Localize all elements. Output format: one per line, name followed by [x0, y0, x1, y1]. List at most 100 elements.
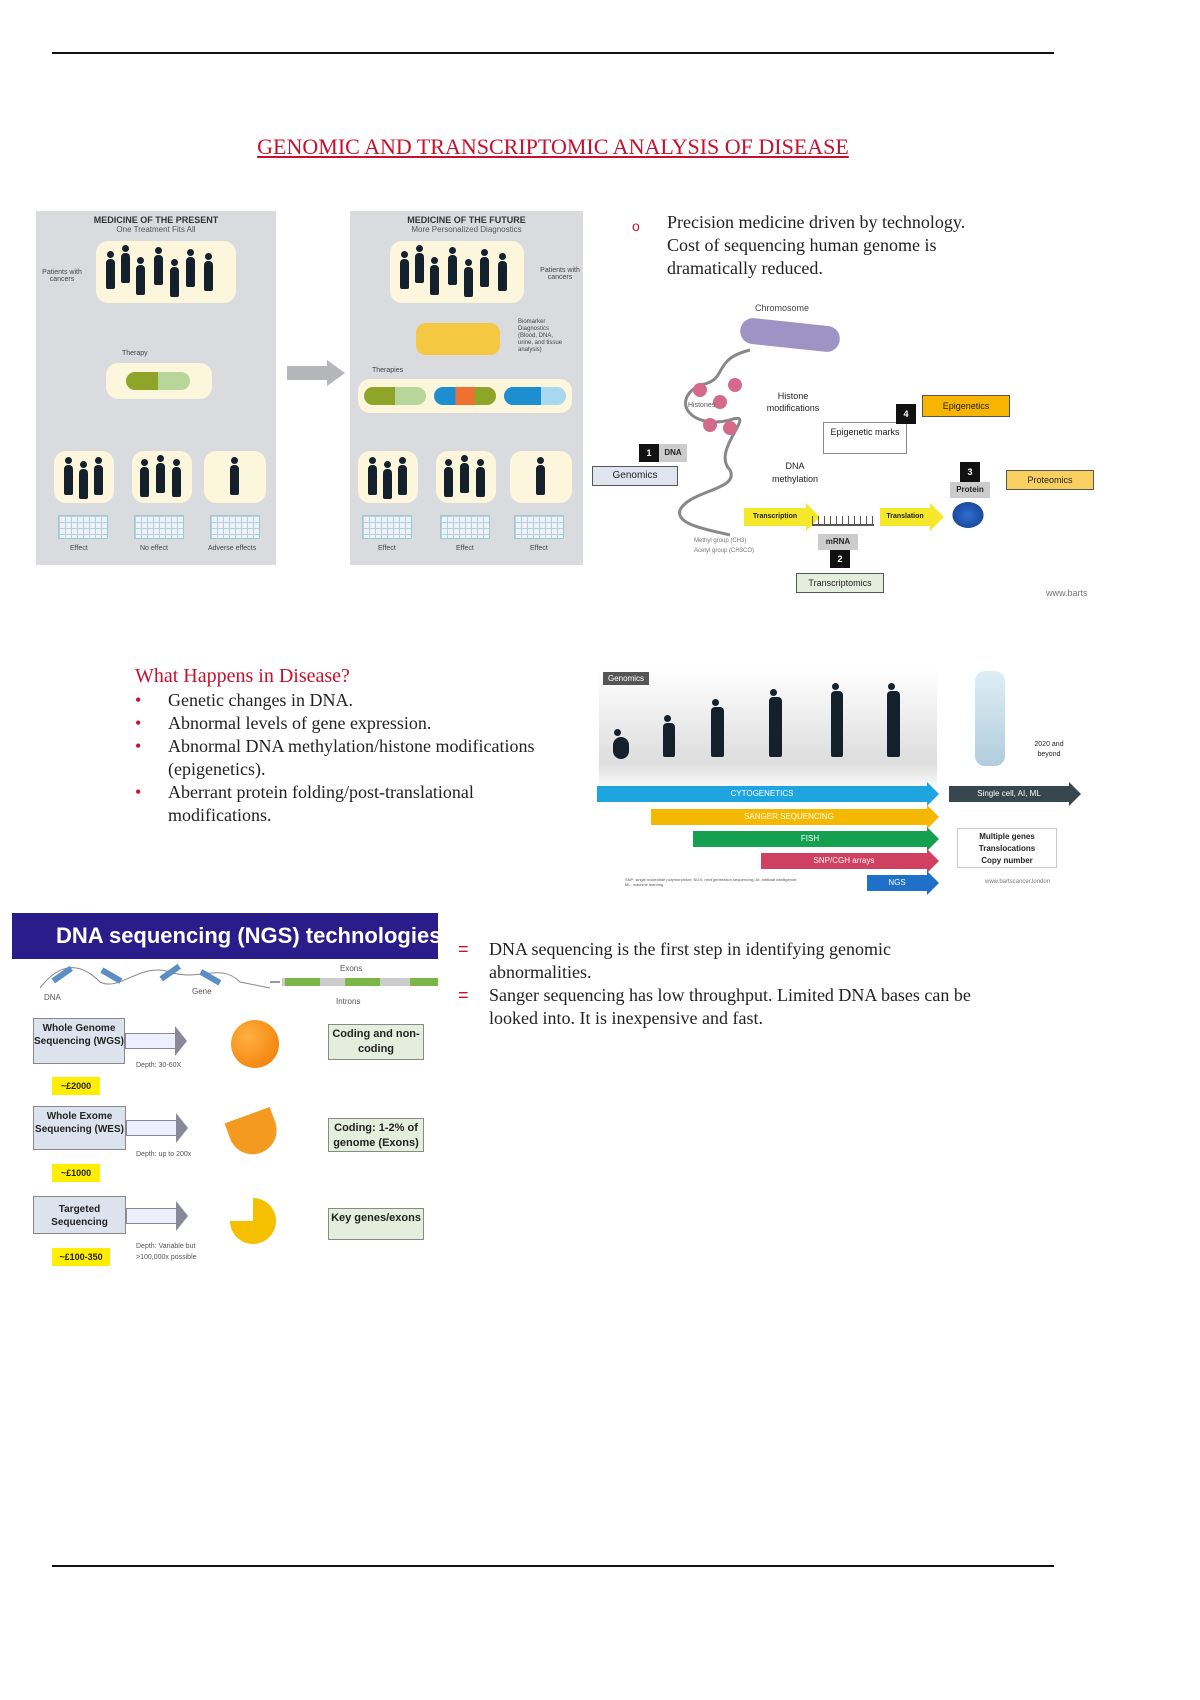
credit-text: www.bartscancer.london [985, 879, 1051, 885]
outcome-label: No effect [140, 545, 168, 552]
translation-arrow: Translation [880, 508, 930, 526]
wgs-box: Whole Genome Sequencing (WGS) [33, 1018, 125, 1064]
intro-text: Precision medicine driven by technology.… [667, 212, 966, 278]
list-item: Abnormal DNA methylation/histone modific… [168, 736, 535, 779]
list-item: Genetic changes in DNA. [168, 690, 353, 710]
therapies-label: Therapies [372, 367, 404, 374]
scope-box: Key genes/exons [328, 1208, 424, 1240]
disease-list: •Genetic changes in DNA. •Abnormal level… [135, 690, 535, 825]
future-item: Copy number [981, 856, 1033, 865]
outcome-label: Effect [456, 545, 474, 552]
number-badge: 2 [830, 550, 850, 568]
price-badge: ~£100-350 [52, 1248, 110, 1266]
genomics-box: Genomics [592, 466, 678, 486]
depth-label: Depth: up to 200x [136, 1151, 192, 1158]
disease-heading: What Happens in Disease? [135, 665, 350, 687]
timeline-bar: CYTOGENETICS [597, 782, 939, 806]
histones-label: Histones [688, 402, 716, 409]
orange-slice-icon [224, 1106, 284, 1162]
therapy-pill [106, 363, 212, 399]
exons-label: Exons [340, 964, 363, 973]
footnote: SNP: single nucleotide polymorphism; NGS… [625, 877, 798, 887]
whole-orange-icon [231, 1020, 279, 1068]
gene-structure-icon [40, 963, 438, 989]
dna-strand-icon [678, 348, 751, 537]
genomics-tag: Genomics [603, 672, 650, 685]
ngs-banner: DNA sequencing (NGS) technologies [12, 913, 438, 959]
outcome-label: Effect [70, 545, 88, 552]
medicine-present-panel: MEDICINE OF THE PRESENT One Treatment Fi… [36, 211, 276, 565]
epigenetic-marks-box: Epigenetic marks [823, 422, 907, 454]
omics-diagram: Chromosome Histones Histone modification… [590, 300, 1106, 605]
diagnostics-icon [416, 323, 500, 355]
timeline-bar: NGS [867, 871, 939, 895]
notes-list: = DNA sequencing is the first step in ide… [458, 938, 978, 1030]
dna-label: DNA [44, 993, 61, 1002]
list-item: Abnormal levels of gene expression. [168, 713, 432, 733]
protein-label: Protein [950, 482, 990, 498]
epigenetics-box: Epigenetics [922, 395, 1010, 417]
evolution-image [599, 667, 937, 787]
number-badge: 1 [639, 444, 659, 462]
price-badge: ~£1000 [52, 1164, 100, 1182]
timeline-bar: FISH [693, 827, 939, 851]
outcome-label: Effect [378, 545, 396, 552]
panel-subtitle: More Personalized Diagnostics [411, 225, 522, 234]
bullet-marker: = [458, 939, 469, 959]
price-badge: ~£2000 [52, 1077, 100, 1095]
mrna-label: mRNA [818, 534, 858, 550]
transcriptomics-box: Transcriptomics [796, 573, 884, 593]
introns-label: Introns [336, 997, 361, 1006]
patients-group [96, 241, 236, 303]
proteomics-box: Proteomics [1006, 470, 1094, 490]
future-bar: Single cell, AI, ML [949, 782, 1081, 806]
header-rule [52, 52, 1054, 54]
orange-segment-icon [230, 1198, 276, 1244]
future-item: Translocations [978, 844, 1036, 853]
list-item: Aberrant protein folding/post-translatio… [168, 782, 474, 825]
footer-rule [52, 1565, 1054, 1567]
list-item: Sanger sequencing has low throughput. Li… [489, 985, 971, 1028]
panel-title: MEDICINE OF THE FUTURE [407, 215, 526, 225]
panel-title: MEDICINE OF THE PRESENT [93, 215, 219, 225]
patients-label: Patients with cancers [540, 267, 580, 281]
arrow-right-icon [287, 366, 327, 380]
protein-icon [950, 500, 986, 530]
outcome-label: Effect [530, 545, 548, 552]
dna-methylation-label: DNA methylation [771, 461, 819, 484]
patients-label: Patients with cancers [42, 269, 82, 283]
gene-label: Gene [192, 987, 212, 996]
legend-methyl: Methyl group (CH3) [694, 538, 747, 544]
list-item: DNA sequencing is the first step in iden… [489, 939, 891, 982]
outcome-label: Adverse effects [208, 545, 257, 552]
number-badge: 3 [960, 462, 980, 482]
wes-box: Whole Exome Sequencing (WES) [33, 1106, 126, 1150]
page-title: GENOMIC AND TRANSCRIPTOMIC ANALYSIS OF D… [257, 134, 849, 159]
genomics-timeline-figure: Genomics 2020 and beyond CYTOGENETICS SA… [597, 665, 1087, 895]
diagnostics-label: Biomarker Diagnostics (Blood, DNA, urine… [518, 319, 563, 353]
number-badge: 4 [896, 404, 916, 424]
scope-box: Coding and non-coding [328, 1024, 424, 1060]
transcription-arrow: Transcription [744, 508, 806, 526]
legend-acetyl: Acetyl group (CH3CO) [694, 548, 755, 554]
future-label: 2020 and beyond [1034, 741, 1064, 758]
bullet-marker: o [632, 218, 640, 234]
timeline-bar: SANGER SEQUENCING [651, 805, 939, 829]
scope-box: Coding: 1-2% of genome (Exons) [328, 1118, 424, 1152]
mrna-icon [812, 516, 874, 526]
chromosome-label: Chromosome [755, 303, 810, 313]
bullet-marker: = [458, 985, 469, 1005]
robot-icon [975, 671, 1005, 766]
medicine-future-panel: MEDICINE OF THE FUTURE More Personalized… [350, 211, 583, 565]
depth-label: Depth: 30-60X [136, 1062, 182, 1069]
timeline-bar: SNP/CGH arrays [761, 849, 939, 873]
histone-mod-label: Histone modifications [766, 391, 820, 413]
future-item: Multiple genes [979, 832, 1035, 841]
credit-text: www.barts [1046, 588, 1088, 598]
panel-subtitle: One Treatment Fits All [116, 225, 196, 234]
therapy-label: Therapy [122, 350, 148, 357]
depth-label: Depth: Variable but >100,000x possible [136, 1243, 197, 1261]
targeted-box: Targeted Sequencing [33, 1196, 126, 1234]
dna-label: DNA [659, 444, 687, 462]
